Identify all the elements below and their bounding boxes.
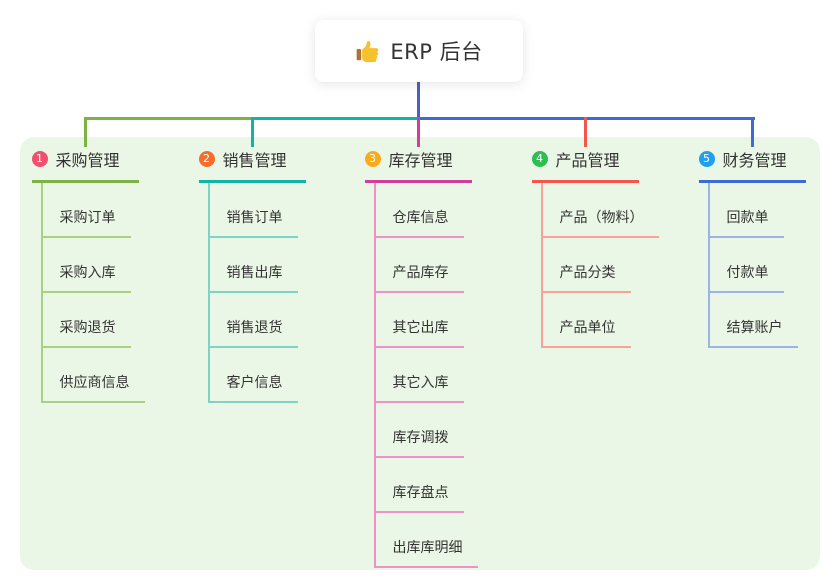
child-node[interactable]: 仓库信息 [375,207,464,238]
child-node[interactable]: 供应商信息 [42,372,145,403]
child-node[interactable]: 产品分类 [542,262,631,293]
child-node-row: 产品（物料） [542,183,659,238]
connector-line [416,117,420,147]
child-node-row: 客户信息 [209,348,306,403]
child-node[interactable]: 采购入库 [42,262,131,293]
child-node-row: 产品分类 [542,238,639,293]
child-node-row: 仓库信息 [375,183,472,238]
child-node[interactable]: 其它入库 [375,372,464,403]
child-node-row: 库存盘点 [375,458,472,513]
connector-line [250,117,254,147]
child-node[interactable]: 其它出库 [375,317,464,348]
branch-title-label: 产品管理 [555,151,620,170]
child-node[interactable]: 销售退货 [209,317,298,348]
connector-line [85,117,252,120]
child-node[interactable]: 客户信息 [209,372,298,403]
connector-line [83,117,87,147]
branch-number-badge: 1 [31,151,48,167]
branch-header[interactable]: 1 采购管理 [31,147,139,183]
child-node-row: 采购退货 [42,293,139,348]
connector-line [418,117,755,120]
child-node-row: 库存调拨 [375,403,472,458]
child-node-row: 采购订单 [42,183,139,238]
child-node[interactable]: 出库库明细 [375,537,478,568]
child-node[interactable]: 库存调拨 [375,427,464,458]
child-node-row: 出库库明细 [375,513,478,568]
branch-header[interactable]: 3 库存管理 [364,147,472,183]
child-node-row: 其它出库 [375,293,472,348]
child-node[interactable]: 销售出库 [209,262,298,293]
child-node-row: 付款单 [709,238,806,293]
branch-node-4: 4 产品管理 产品（物料） 产品分类产品单位 [531,147,659,348]
branch-header[interactable]: 2 销售管理 [198,147,306,183]
branch-header[interactable]: 5 财务管理 [698,147,806,183]
root-node-label: ERP 后台 [390,40,483,64]
child-node-row: 销售出库 [209,238,306,293]
branch-number-badge: 4 [531,151,548,167]
child-node[interactable]: 回款单 [709,207,784,238]
branch-number-badge: 5 [698,151,715,167]
branch-node-1: 1 采购管理 采购订单采购入库采购退货供应商信息 [31,147,145,403]
child-node[interactable]: 产品单位 [542,317,631,348]
connector-line [416,82,420,120]
child-node-row: 产品库存 [375,238,472,293]
connector-line [583,117,587,147]
child-node-row: 结算账户 [709,293,806,348]
branch-node-3: 3 库存管理 仓库信息产品库存其它出库其它入库库存调拨库存盘点出库库明细 [364,147,478,568]
thumbs-up-icon [355,38,381,64]
root-node[interactable]: ERP 后台 [315,20,523,82]
branch-header[interactable]: 4 产品管理 [531,147,639,183]
child-node[interactable]: 付款单 [709,262,784,293]
child-node-row: 供应商信息 [42,348,145,403]
child-node-row: 产品单位 [542,293,639,348]
branch-children: 仓库信息产品库存其它出库其它入库库存调拨库存盘点出库库明细 [373,183,478,568]
child-node-row: 销售订单 [209,183,306,238]
connector-line [252,117,418,120]
branch-children: 回款单付款单结算账户 [707,183,806,348]
branch-node-2: 2 销售管理 销售订单销售出库销售退货客户信息 [198,147,306,403]
branch-children: 销售订单销售出库销售退货客户信息 [207,183,306,403]
child-node[interactable]: 结算账户 [709,317,798,348]
child-node-row: 回款单 [709,183,806,238]
branch-children: 采购订单采购入库采购退货供应商信息 [40,183,145,403]
branch-children: 产品（物料） 产品分类产品单位 [540,183,659,348]
child-node-row: 其它入库 [375,348,472,403]
child-node[interactable]: 产品库存 [375,262,464,293]
child-node[interactable]: 销售订单 [209,207,298,238]
branch-title-label: 销售管理 [222,151,287,170]
branch-title-label: 采购管理 [55,151,120,170]
branch-node-5: 5 财务管理 回款单付款单结算账户 [698,147,806,348]
child-node[interactable]: 产品（物料） [542,207,659,238]
branch-number-badge: 2 [198,151,215,167]
child-node-row: 采购入库 [42,238,139,293]
branch-title-label: 财务管理 [722,151,787,170]
branch-number-badge: 3 [364,151,381,167]
child-node[interactable]: 采购退货 [42,317,131,348]
child-node[interactable]: 采购订单 [42,207,131,238]
child-node-row: 销售退货 [209,293,306,348]
connector-line [750,117,754,147]
child-node[interactable]: 库存盘点 [375,482,464,513]
branches-panel [20,137,820,570]
branch-title-label: 库存管理 [388,151,453,170]
